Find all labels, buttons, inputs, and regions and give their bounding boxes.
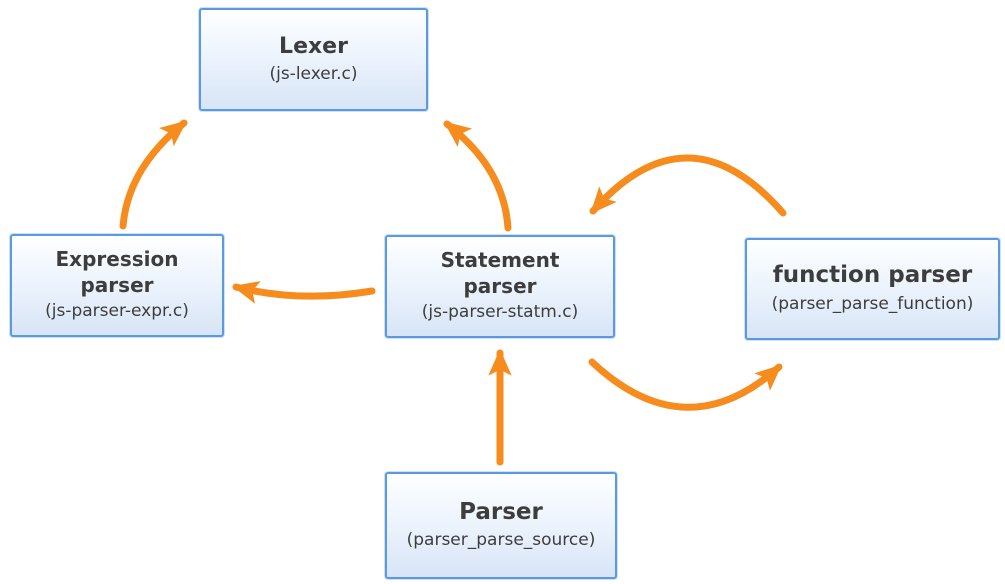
- node-expression-parser-subtitle: (js-parser-expr.c): [45, 301, 189, 322]
- node-parser-title: Parser: [459, 498, 543, 525]
- node-function-parser-subtitle: (parser_parse_function): [771, 293, 974, 314]
- node-lexer: Lexer (js-lexer.c): [199, 8, 428, 111]
- arrow-statement-parser-to-expression-parser: [232, 281, 376, 304]
- node-statement-parser: Statement parser (js-parser-statm.c): [385, 235, 615, 338]
- node-parser-subtitle: (parser_parse_source): [406, 530, 596, 551]
- node-statement-parser-title: Statement parser: [440, 248, 560, 298]
- arrow-expression-parser-to-lexer: [119, 119, 188, 230]
- arrow-statement-parser-to-function-parser: [588, 358, 783, 411]
- node-parser: Parser (parser_parse_source): [385, 472, 617, 579]
- node-statement-parser-subtitle: (js-parser-statm.c): [421, 302, 579, 323]
- node-lexer-title: Lexer: [279, 33, 348, 59]
- node-expression-parser-title: Expression parser: [55, 247, 179, 297]
- node-function-parser: function parser (parser_parse_function): [745, 238, 1000, 340]
- arrow-statement-parser-to-lexer: [443, 120, 512, 232]
- node-function-parser-title: function parser: [772, 262, 973, 289]
- arrow-function-parser-to-statement-parser: [589, 154, 787, 217]
- node-expression-parser: Expression parser (js-parser-expr.c): [10, 234, 224, 337]
- node-lexer-subtitle: (js-lexer.c): [269, 63, 358, 84]
